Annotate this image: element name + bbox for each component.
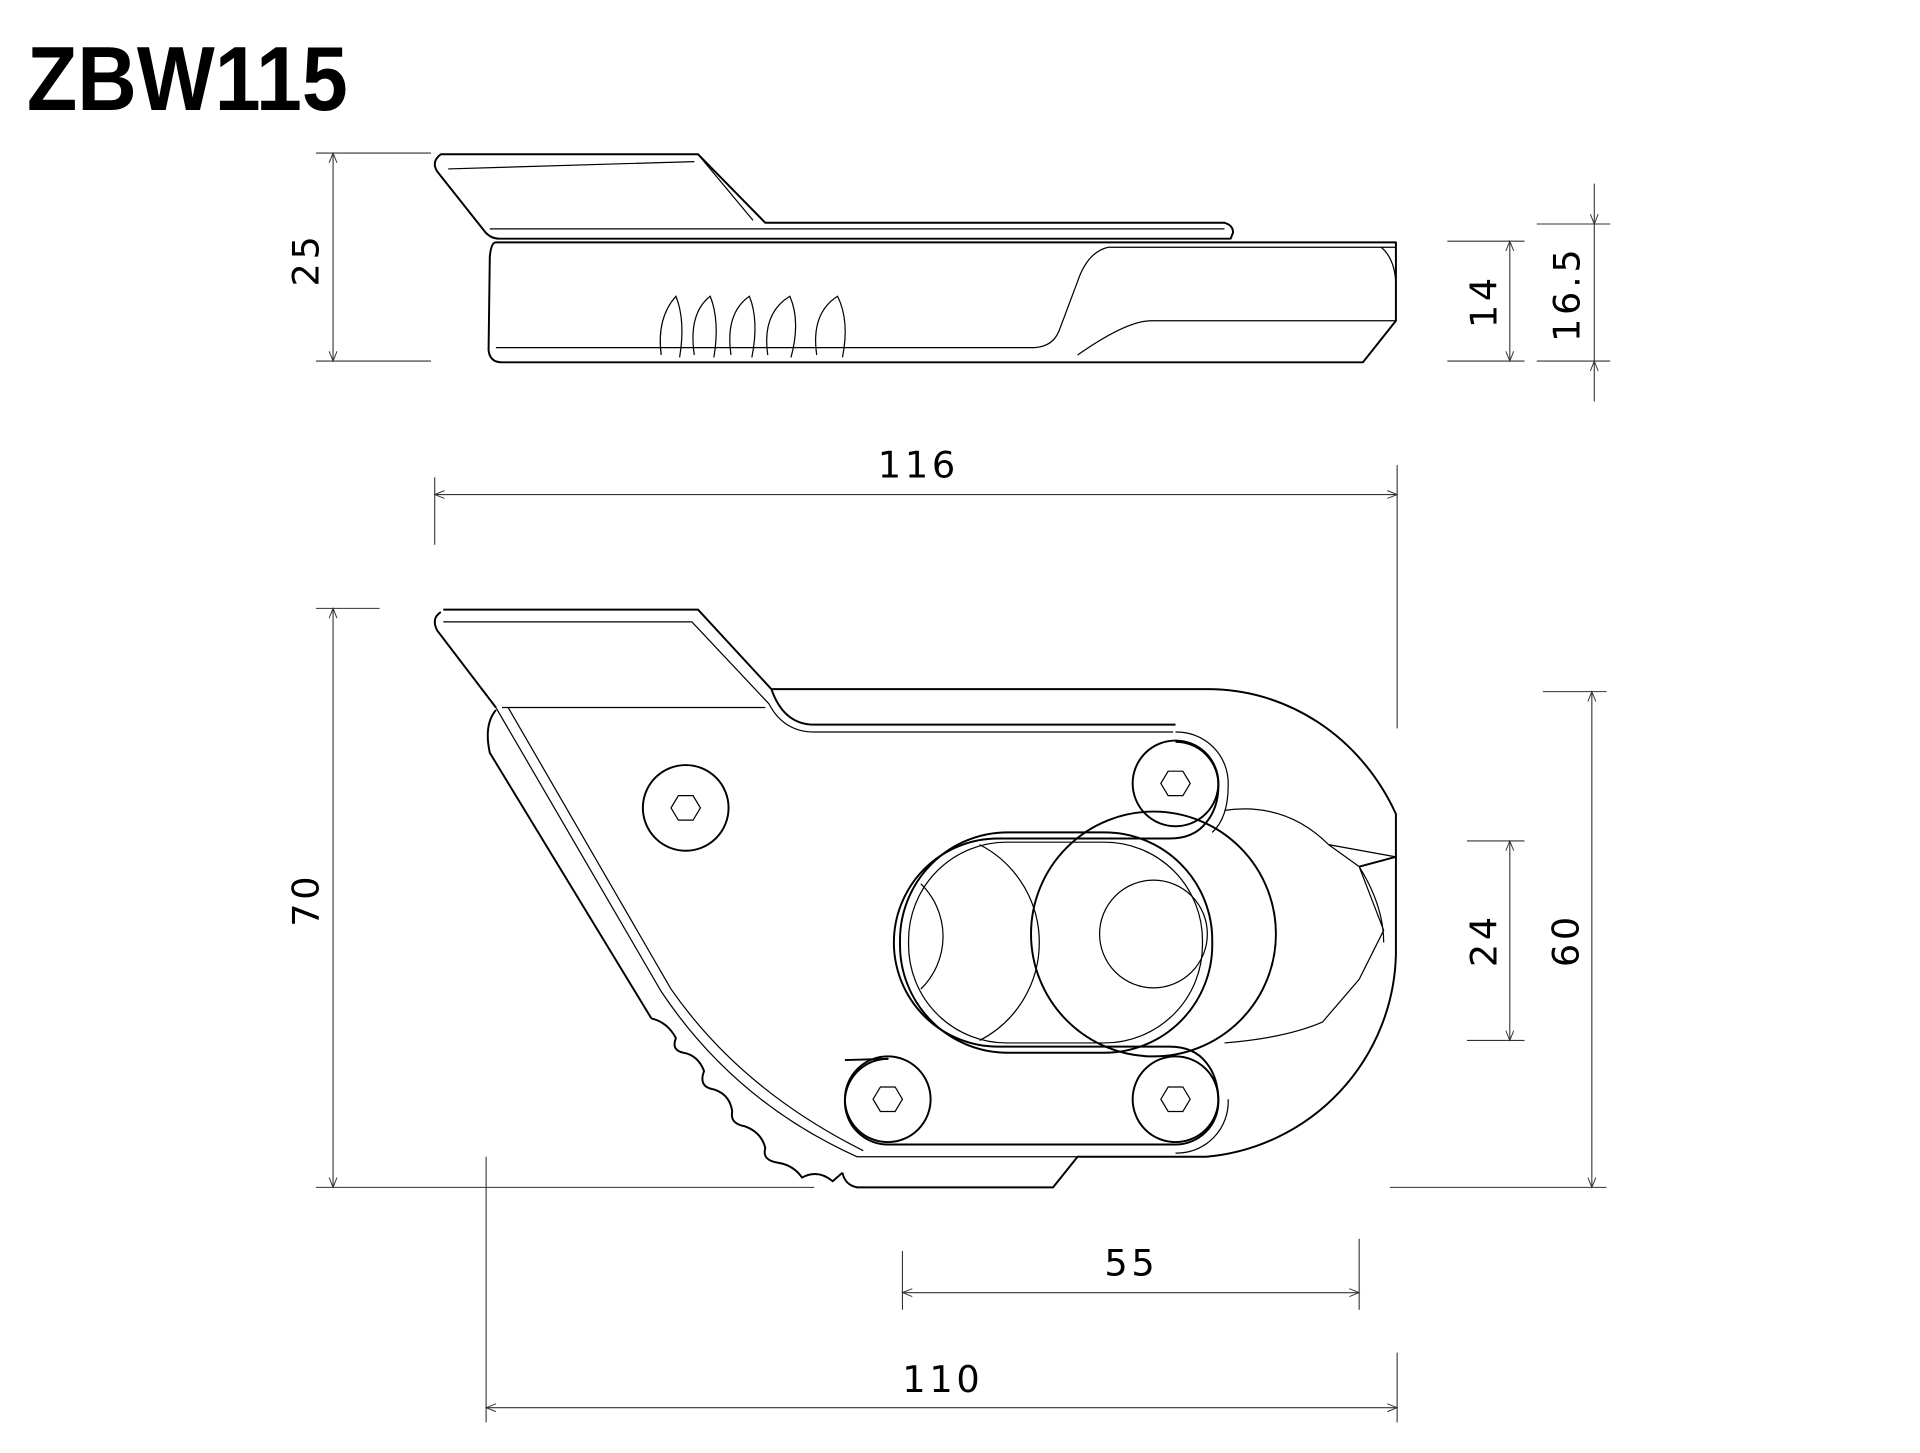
dimension-label-25: 25 bbox=[284, 232, 327, 286]
part-number-title: ZBW115 bbox=[27, 29, 348, 130]
dimension-70: 70 bbox=[284, 607, 815, 1189]
screw-icon bbox=[1131, 1055, 1220, 1144]
screw-icon bbox=[1131, 739, 1220, 828]
dimension-label-110: 110 bbox=[902, 1358, 983, 1401]
front-view bbox=[433, 608, 1397, 1189]
dimension-label-60: 60 bbox=[1544, 913, 1587, 967]
dimension-label-14: 14 bbox=[1462, 274, 1505, 328]
dimension-label-116: 116 bbox=[878, 443, 959, 486]
screw-icon bbox=[641, 764, 730, 852]
dimension-55: 55 bbox=[901, 1238, 1361, 1310]
grip-teeth bbox=[651, 1017, 844, 1183]
dimension-label-70: 70 bbox=[284, 873, 327, 927]
dimension-60: 60 bbox=[1389, 690, 1607, 1189]
dimension-label-55: 55 bbox=[1104, 1242, 1158, 1285]
dimension-16-5: 16.5 bbox=[1536, 183, 1611, 402]
dimension-14: 14 bbox=[1447, 239, 1525, 363]
dimension-24: 24 bbox=[1462, 839, 1525, 1042]
dimension-110: 110 bbox=[484, 1156, 1399, 1423]
side-view bbox=[433, 153, 1397, 364]
dimension-25: 25 bbox=[284, 151, 432, 363]
slot bbox=[899, 810, 1277, 1058]
dimension-116: 116 bbox=[433, 443, 1399, 729]
grip-slots bbox=[659, 295, 846, 358]
dimension-label-24: 24 bbox=[1462, 913, 1505, 967]
dimension-label-16-5: 16.5 bbox=[1546, 246, 1589, 342]
screw-heads bbox=[641, 739, 1220, 1144]
screw-icon bbox=[843, 1055, 932, 1144]
